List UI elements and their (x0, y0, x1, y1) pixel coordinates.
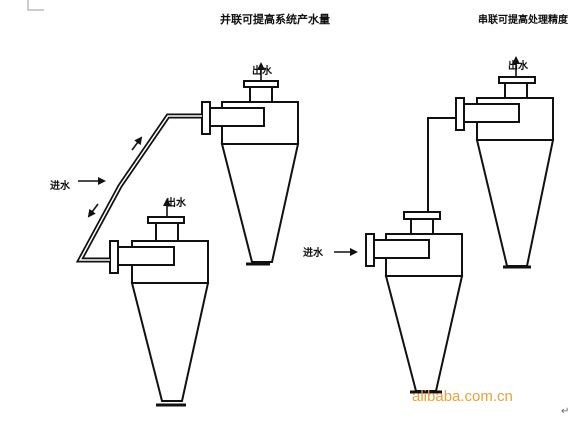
cyclone-upper-series (455, 76, 555, 269)
watermark-text: alibaba.com.cn (412, 388, 513, 405)
series-title: 串联可提高处理精度 (478, 13, 569, 26)
inlet-label-parallel: 进水 (50, 179, 71, 192)
series-group (365, 76, 555, 394)
flow-arrow-up (131, 136, 143, 151)
flow-arrow-down (87, 203, 99, 218)
parallel-flow-arrows (78, 62, 265, 218)
outlet-label-series: 出水 (508, 59, 529, 72)
corner-mark (27, 0, 44, 11)
cyclone-lower-parallel (109, 216, 210, 407)
parallel-title: 并联可提高系统产水量 (220, 12, 330, 26)
corner-return-mark: ↵ (561, 406, 569, 417)
parallel-group (75, 80, 300, 407)
outlet-label-upper-parallel: 出水 (252, 64, 273, 77)
inlet-label-series: 进水 (303, 246, 324, 259)
cyclone-lower-series (365, 211, 464, 394)
outlet-label-lower-parallel: 出水 (166, 196, 187, 209)
series-flow-arrows (334, 56, 520, 256)
cyclone-upper-parallel (201, 80, 300, 266)
